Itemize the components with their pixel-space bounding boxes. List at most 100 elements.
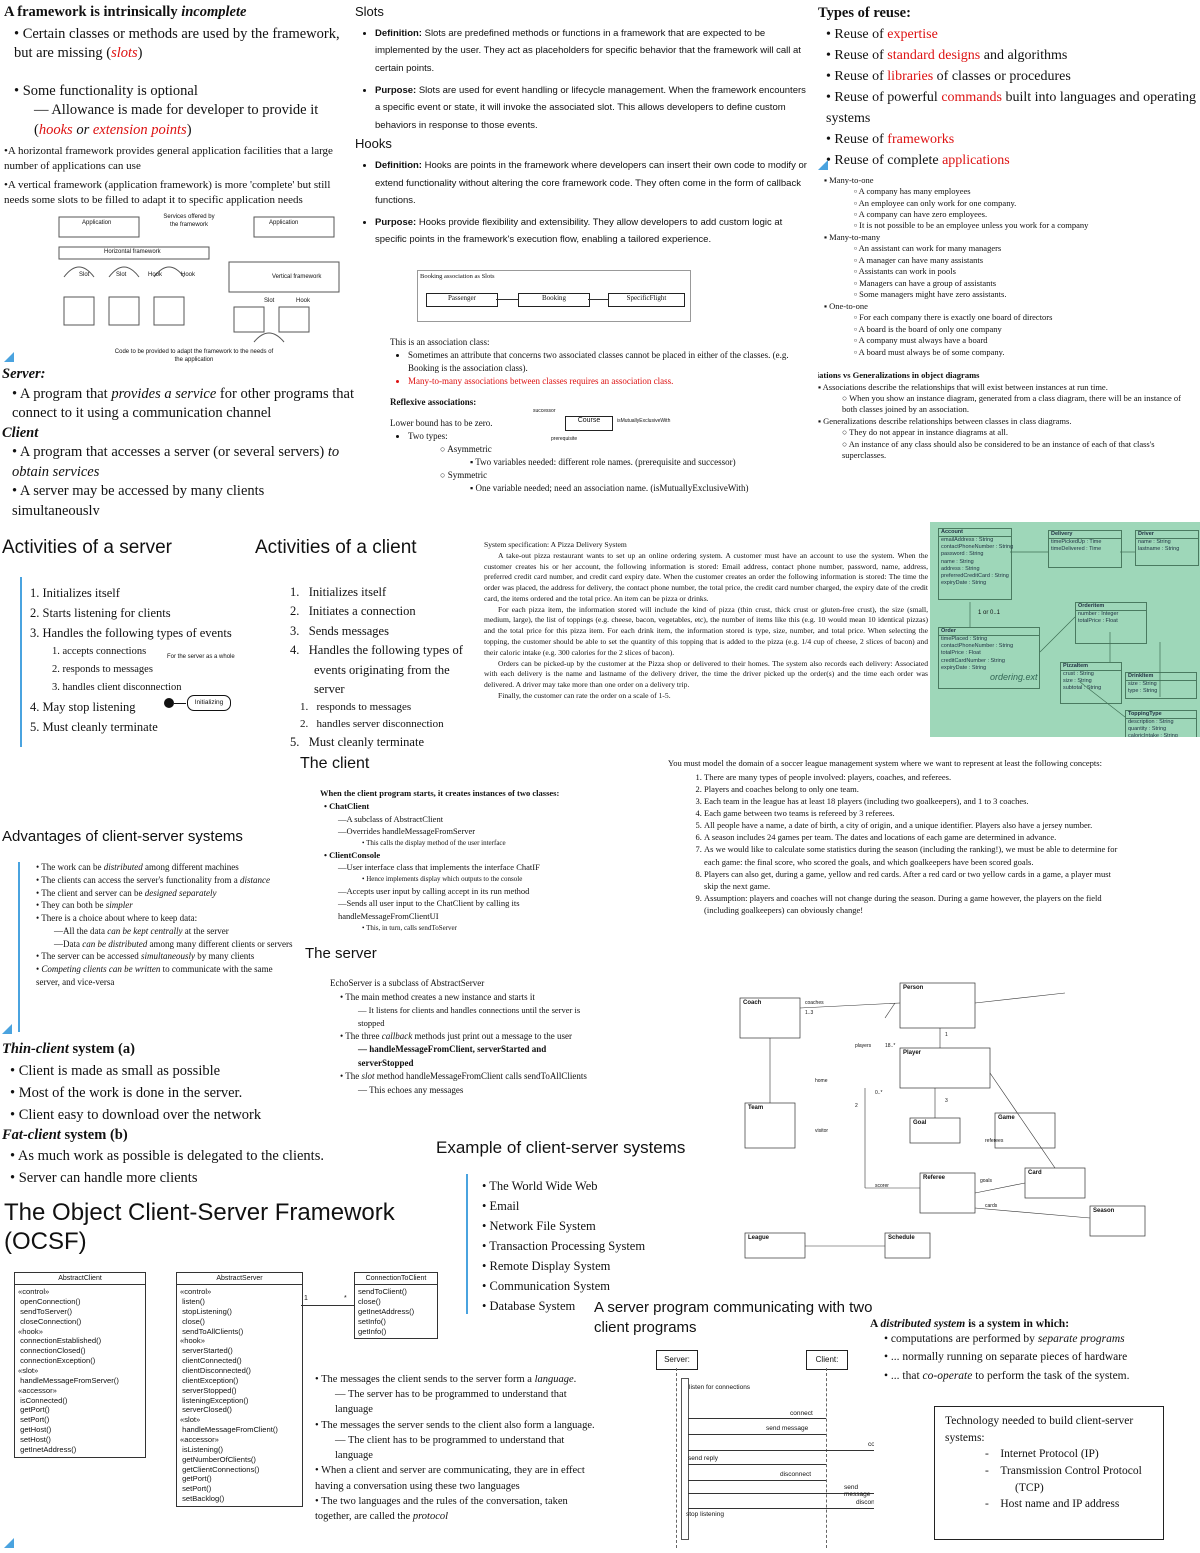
cc2: —Overrides handleMessageFromServer xyxy=(338,826,476,837)
diag-label: Vertical framework xyxy=(272,274,322,280)
text: The main method creates a new instance a… xyxy=(345,991,535,1002)
text: handleMessageFromClient, serverStarted a… xyxy=(358,1044,547,1068)
paren: ( xyxy=(34,121,39,138)
pizza-spec-section: System specification: A Pizza Delivery S… xyxy=(484,540,928,762)
text: responds to messages xyxy=(62,663,153,675)
one-to-one-list: ▫ For each company there is exactly one … xyxy=(824,312,1198,358)
example-item: • Email xyxy=(482,1199,520,1213)
msg-arrow xyxy=(688,1450,874,1451)
the-server-title: The server xyxy=(305,945,377,962)
assoc-bullet: Sometimes an attribute that concerns two… xyxy=(408,349,805,375)
label: One-to-one xyxy=(829,300,868,311)
soccer-assoc-label: goals xyxy=(980,1178,992,1184)
diag-label: Slot xyxy=(79,272,90,278)
class-body: «control» openConnection() sendToServer(… xyxy=(18,1287,119,1454)
server-title: Server: xyxy=(2,366,46,382)
text: The work can be xyxy=(41,862,104,872)
green-class-name: Driver xyxy=(1136,531,1198,540)
ccon3: —Sends all user input to the ChatClient … xyxy=(338,898,520,921)
proto-b1s: — The server has to be programmed to und… xyxy=(335,1389,567,1416)
text: A manager can have many assistants xyxy=(858,254,984,265)
diag-caption: Code to be provided to adapt the framewo… xyxy=(114,349,274,363)
client-bullet2: • A server may be accessed by many clien… xyxy=(2,482,354,515)
cc1: —A subclass of AbstractClient xyxy=(338,813,444,824)
vertical-paragraph: •A vertical framework (application frame… xyxy=(4,179,331,206)
multiplicity-block: ▪ Many-to-one ▫ A company has many emplo… xyxy=(818,175,1198,359)
text: Accepts user input by calling accept in … xyxy=(346,885,530,896)
text: ChatClient xyxy=(329,800,370,811)
soccer-assoc-label: cards xyxy=(985,1203,998,1209)
text: One variable needed; need an association… xyxy=(475,483,749,494)
reuse-highlight: commands xyxy=(941,89,1002,105)
soccer-class-name: Referee xyxy=(923,1175,946,1181)
msg-label: connect xyxy=(868,1441,874,1448)
diag-label: Slot xyxy=(264,298,275,304)
client-step-2: 2. Initiates a connection xyxy=(290,604,416,619)
green-class-attrs: timePlaced : String contactPhoneNumber :… xyxy=(941,636,1014,671)
text: ... that xyxy=(890,1369,923,1382)
prereq-label: prerequisite xyxy=(551,436,578,442)
msg-arrow xyxy=(688,1434,826,1435)
em: co-operate xyxy=(922,1369,973,1382)
examples-list: • The World Wide Web• Email• Network Fil… xyxy=(482,1176,645,1316)
assoc-vs-gen: Associations vs Generalizations in objec… xyxy=(818,370,1198,462)
reuse-item: • Reuse of standard designs and algorith… xyxy=(826,47,1068,63)
text: Hooks provide flexibility and extensibil… xyxy=(375,216,783,246)
text: A company must always have a board xyxy=(858,335,988,346)
srv1: EchoServer is a subclass of AbstractServ… xyxy=(330,978,485,988)
text: at the server xyxy=(182,925,229,936)
bullet-optional: • Some functionality is optional xyxy=(14,82,198,99)
diag-label: Hook xyxy=(148,272,163,278)
framework-incomplete-section: A framework is intrinsically incomplete … xyxy=(4,3,356,363)
dist-b2: • ... normally running on separate piece… xyxy=(884,1351,1128,1364)
client-activities-list: 1. Initializes itself 2. Initiates a con… xyxy=(290,583,478,753)
client-activities-section: Activities of a client 1. Initializes it… xyxy=(255,537,480,757)
slots-term: slots xyxy=(111,45,138,62)
text: Initiates a connection xyxy=(308,604,416,619)
diag-label: Hook xyxy=(181,272,196,278)
paren: ) xyxy=(186,121,192,138)
server-bullet: • A program that provides a service for … xyxy=(12,385,354,422)
text: Database System xyxy=(489,1299,576,1313)
text: A subclass of AbstractClient xyxy=(346,813,444,824)
connection-to-client-class: ConnectionToClient sendToClient() close(… xyxy=(354,1272,438,1340)
reuse-item: • Reuse of frameworks xyxy=(826,131,955,147)
text: Slots are predefined methods or function… xyxy=(375,27,801,75)
client-step-5: 5. Must cleanly terminate xyxy=(290,735,424,750)
asym-desc: ▪ Two variables needed: different role n… xyxy=(470,457,736,468)
fat-item: • Server can handle more clients xyxy=(10,1170,198,1187)
pizza-p2: For each pizza item, the information sto… xyxy=(484,604,928,657)
diag-label: Application xyxy=(269,220,299,226)
corner-decoration xyxy=(818,160,828,170)
text: They do not appear in instance diagrams … xyxy=(849,427,1008,438)
soccer-assoc-label: referees xyxy=(985,1138,1004,1144)
soccer-item: Players and coaches belong to only one t… xyxy=(704,783,1120,795)
multiplicity-item: ▫ A company can have zero employees. xyxy=(854,208,988,219)
thin-list: • Client is made as small as possible• M… xyxy=(2,1060,382,1126)
corner-decoration xyxy=(2,1024,12,1034)
thin-fat-section: Thin-client system (a) • Client is made … xyxy=(2,1040,382,1195)
text: The World Wide Web xyxy=(489,1179,598,1193)
sym-label: Symmetric xyxy=(447,470,488,481)
text: . xyxy=(573,1374,577,1385)
bullet-text: ) xyxy=(137,45,143,62)
reuse-text: Reuse of complete xyxy=(834,152,943,168)
bullet-text: Certain classes or methods are used by t… xyxy=(14,25,340,62)
slots-definition: Definition: Slots are predefined methods… xyxy=(375,25,810,78)
bullet-slots: • Certain classes or methods are used by… xyxy=(14,25,340,62)
abstract-server-class: AbstractServer «control» listen() stopLi… xyxy=(176,1272,303,1507)
green-class-attrs: number : Integer totalPrice : Float xyxy=(1078,611,1119,625)
client-lifeline-head: Client: xyxy=(806,1350,848,1370)
proto-b2: • The messages the server sends to the c… xyxy=(315,1419,595,1431)
green-handwriting: ordering.ext xyxy=(990,672,1038,682)
reuse-text: Reuse of xyxy=(834,26,888,42)
soccer-item: All people have a name, a date of birth,… xyxy=(704,819,1120,831)
multiplicity-item: ▫ Some managers might have zero assistan… xyxy=(854,289,1007,300)
em: provides a service xyxy=(111,385,217,402)
